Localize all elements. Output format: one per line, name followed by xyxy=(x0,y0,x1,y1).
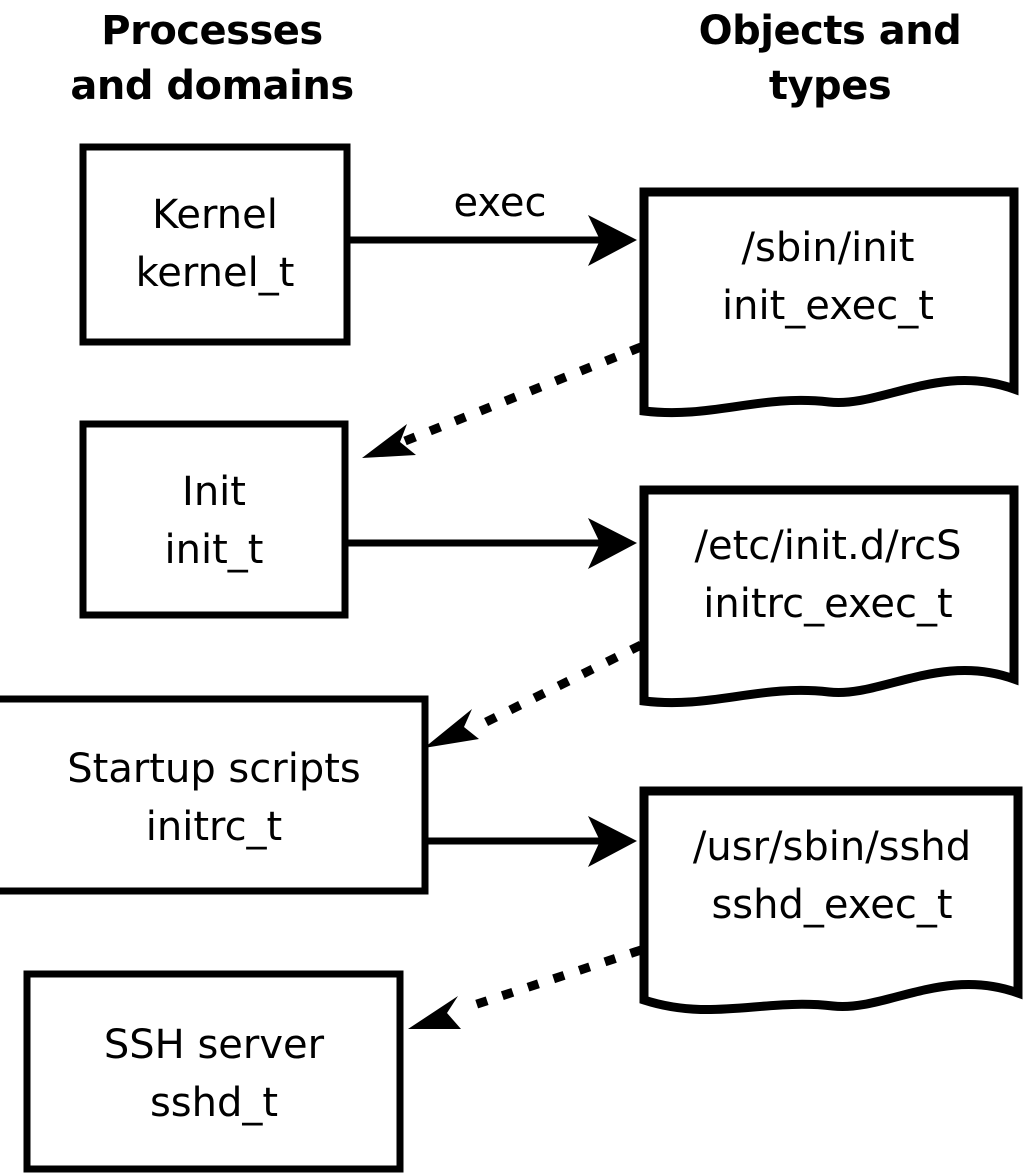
edge-sshd-exec-transition-sshd-arrowhead xyxy=(408,996,461,1029)
object-node-init-exec[interactable]: /sbin/init init_exec_t xyxy=(639,187,1019,418)
process-node-sshd-box[interactable] xyxy=(23,970,404,1173)
edge-init-exec-transition-init-line xyxy=(398,342,643,448)
process-node-initrc[interactable]: Startup scripts initrc_t xyxy=(0,695,429,895)
edge-init-exec-transition-init xyxy=(362,342,643,458)
process-node-init-type: init_t xyxy=(165,527,264,573)
process-node-sshd[interactable]: SSH server sshd_t xyxy=(23,970,404,1173)
object-node-sshd-exec-document-shape[interactable] xyxy=(639,786,1023,1015)
process-node-init-name: Init xyxy=(182,469,246,515)
edge-kernel-exec-init-exec-arrowhead xyxy=(588,215,637,266)
process-node-sshd-type: sshd_t xyxy=(150,1080,278,1126)
object-node-init-exec-document-shape[interactable] xyxy=(639,187,1019,418)
column-header-objects: Objects and types xyxy=(699,8,962,109)
process-node-kernel-name: Kernel xyxy=(152,192,278,238)
column-header-processes-line2: and domains xyxy=(70,63,353,109)
object-node-init-exec-type: init_exec_t xyxy=(722,283,934,329)
column-header-objects-line1: Objects and xyxy=(699,8,962,54)
process-node-kernel-box[interactable] xyxy=(79,143,351,346)
object-node-initrc-exec-path: /etc/init.d/rcS xyxy=(694,523,961,569)
edge-initrc-exec-sshd-exec-arrowhead xyxy=(588,816,637,867)
process-node-init[interactable]: Init init_t xyxy=(79,420,349,619)
column-header-objects-line2: types xyxy=(769,63,891,109)
process-node-initrc-type: initrc_t xyxy=(146,804,283,850)
edge-sshd-exec-transition-sshd-line xyxy=(460,945,643,1014)
edge-init-exec-initrc-exec-arrowhead xyxy=(588,518,637,569)
object-node-sshd-exec[interactable]: /usr/sbin/sshd sshd_exec_t xyxy=(639,786,1023,1015)
object-node-initrc-exec-document-shape[interactable] xyxy=(639,485,1019,708)
process-node-sshd-name: SSH server xyxy=(104,1022,325,1068)
object-node-initrc-exec[interactable]: /etc/init.d/rcS initrc_exec_t xyxy=(639,485,1019,708)
edge-init-exec-transition-init-arrowhead xyxy=(362,424,416,458)
process-node-initrc-name: Startup scripts xyxy=(67,746,360,792)
object-node-sshd-exec-path: /usr/sbin/sshd xyxy=(693,824,971,870)
object-node-init-exec-path: /sbin/init xyxy=(742,225,915,271)
column-header-processes: Processes and domains xyxy=(70,8,354,109)
edge-label-exec: exec xyxy=(454,180,547,226)
process-node-initrc-box[interactable] xyxy=(0,695,429,895)
edge-init-exec-initrc-exec xyxy=(348,518,637,569)
edge-initrc-exec-transition-initrc-line xyxy=(475,640,644,731)
edge-initrc-exec-transition-initrc xyxy=(424,640,644,748)
edge-sshd-exec-transition-sshd xyxy=(408,945,643,1029)
column-header-processes-line1: Processes xyxy=(101,8,322,54)
object-node-sshd-exec-type: sshd_exec_t xyxy=(711,882,952,928)
edge-kernel-exec-init-exec: exec xyxy=(350,180,637,266)
edge-initrc-exec-transition-initrc-arrowhead xyxy=(424,709,479,748)
object-node-initrc-exec-type: initrc_exec_t xyxy=(703,581,952,627)
edge-initrc-exec-sshd-exec xyxy=(428,816,637,867)
process-node-init-box[interactable] xyxy=(79,420,349,619)
process-node-kernel[interactable]: Kernel kernel_t xyxy=(79,143,351,346)
process-node-kernel-type: kernel_t xyxy=(136,250,295,296)
